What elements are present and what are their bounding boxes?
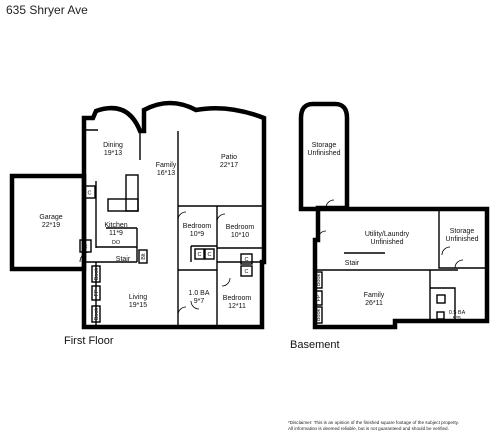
closet-label: C	[245, 257, 249, 263]
room-living-dims: 19*15	[129, 302, 147, 309]
room-bath-name: 1.0 BA	[188, 290, 209, 297]
closet-label: C	[208, 252, 212, 258]
room-basement-bath-name: 0.5 BA	[449, 310, 466, 316]
fireplace-box	[91, 285, 101, 301]
basement-label: Basement	[290, 339, 340, 351]
kitchen-counter	[107, 198, 139, 212]
bookshelf-label: Book	[94, 267, 100, 280]
closet-box	[204, 248, 215, 260]
first-floor-plan: C C C C C C Blt DO FP Book Book Dining 1…	[9, 100, 267, 347]
closet-label: C	[245, 269, 249, 275]
room-basement-stair-name: Stair	[345, 260, 360, 267]
room-bedroom3-dims: 12*11	[228, 303, 246, 310]
closet-label: C	[88, 191, 92, 197]
room-patio-name: Patio	[221, 154, 237, 161]
bookshelf-box	[91, 305, 101, 323]
bookshelf-box	[313, 306, 323, 324]
bookshelf-label: Book	[316, 273, 322, 286]
room-storage-top-name: Storage	[312, 142, 337, 149]
basement-outer-wall	[298, 101, 490, 330]
room-kitchen-dims: 11*9	[109, 230, 123, 237]
door-swings	[79, 211, 231, 316]
basement-interior-walls	[315, 209, 487, 321]
room-storage-right-status: Unfinished	[445, 236, 478, 243]
disclaimer-line-1: *Disclaimer: This is an opinion of the f…	[288, 420, 459, 425]
room-utility-status: Unfinished	[370, 239, 403, 246]
room-living-name: Living	[129, 294, 147, 301]
room-basement-family-dims: 26*11	[365, 300, 383, 307]
room-stair-name: Stair	[116, 256, 131, 263]
room-garage-name: Garage	[39, 214, 62, 221]
room-dining-dims: 19*13	[104, 150, 122, 157]
room-basement-bath-dims: 5*5	[453, 316, 461, 322]
basement-plan: FP Book Book Storage Unfinished Utility/…	[290, 101, 490, 351]
room-bedroom2-dims: 10*10	[231, 232, 249, 239]
closet-box	[240, 265, 253, 277]
room-basement-family-name: Family	[364, 292, 385, 299]
fireplace-label: FP	[94, 289, 100, 296]
room-storage-right-name: Storage	[450, 228, 475, 235]
built-in-label: Blt	[141, 253, 147, 260]
first-floor-interior-walls	[84, 129, 264, 327]
closet-box	[194, 248, 205, 260]
room-utility-name: Utility/Laundry	[365, 231, 410, 238]
disclaimer: *Disclaimer: This is an opinion of the f…	[288, 420, 496, 431]
basement-door-swings	[317, 199, 464, 269]
built-in-box	[138, 249, 148, 264]
bookshelf-label: Book	[94, 307, 100, 320]
fireplace-label: FP	[316, 294, 322, 301]
room-storage-top-status: Unfinished	[307, 150, 340, 157]
bookshelf-label: Book	[316, 308, 322, 321]
closet-label: C	[198, 252, 202, 258]
disclaimer-line-2: All information is deemed reliable, but …	[288, 425, 449, 431]
kitchen-island	[125, 174, 139, 212]
room-bath-dims: 9*7	[194, 298, 205, 305]
room-patio-dims: 22*17	[220, 162, 238, 169]
room-family-name: Family	[156, 162, 177, 169]
room-bedroom2-name: Bedroom	[226, 224, 255, 231]
room-kitchen-name: Kitchen	[104, 222, 127, 229]
closet-box	[79, 239, 92, 253]
closet-box	[240, 253, 253, 265]
bookshelf-box	[313, 271, 323, 289]
room-bedroom1-dims: 10*9	[190, 231, 205, 238]
first-floor-label: First Floor	[64, 335, 114, 347]
room-garage-dims: 22*19	[42, 222, 60, 229]
room-dining-name: Dining	[103, 142, 123, 149]
bookshelf-box	[91, 265, 101, 283]
page-title: 635 Shryer Ave	[6, 3, 88, 17]
closet-label: C	[84, 245, 88, 251]
toilet-box	[436, 311, 445, 320]
room-bedroom3-name: Bedroom	[223, 295, 252, 302]
room-bedroom1-name: Bedroom	[183, 223, 212, 230]
appliances-label: DO	[112, 240, 121, 246]
first-floor-outer-wall	[81, 100, 267, 330]
room-family-dims: 16*13	[157, 170, 175, 177]
fireplace-box	[313, 290, 323, 306]
sink-box	[436, 294, 446, 304]
closet-box	[83, 185, 96, 199]
